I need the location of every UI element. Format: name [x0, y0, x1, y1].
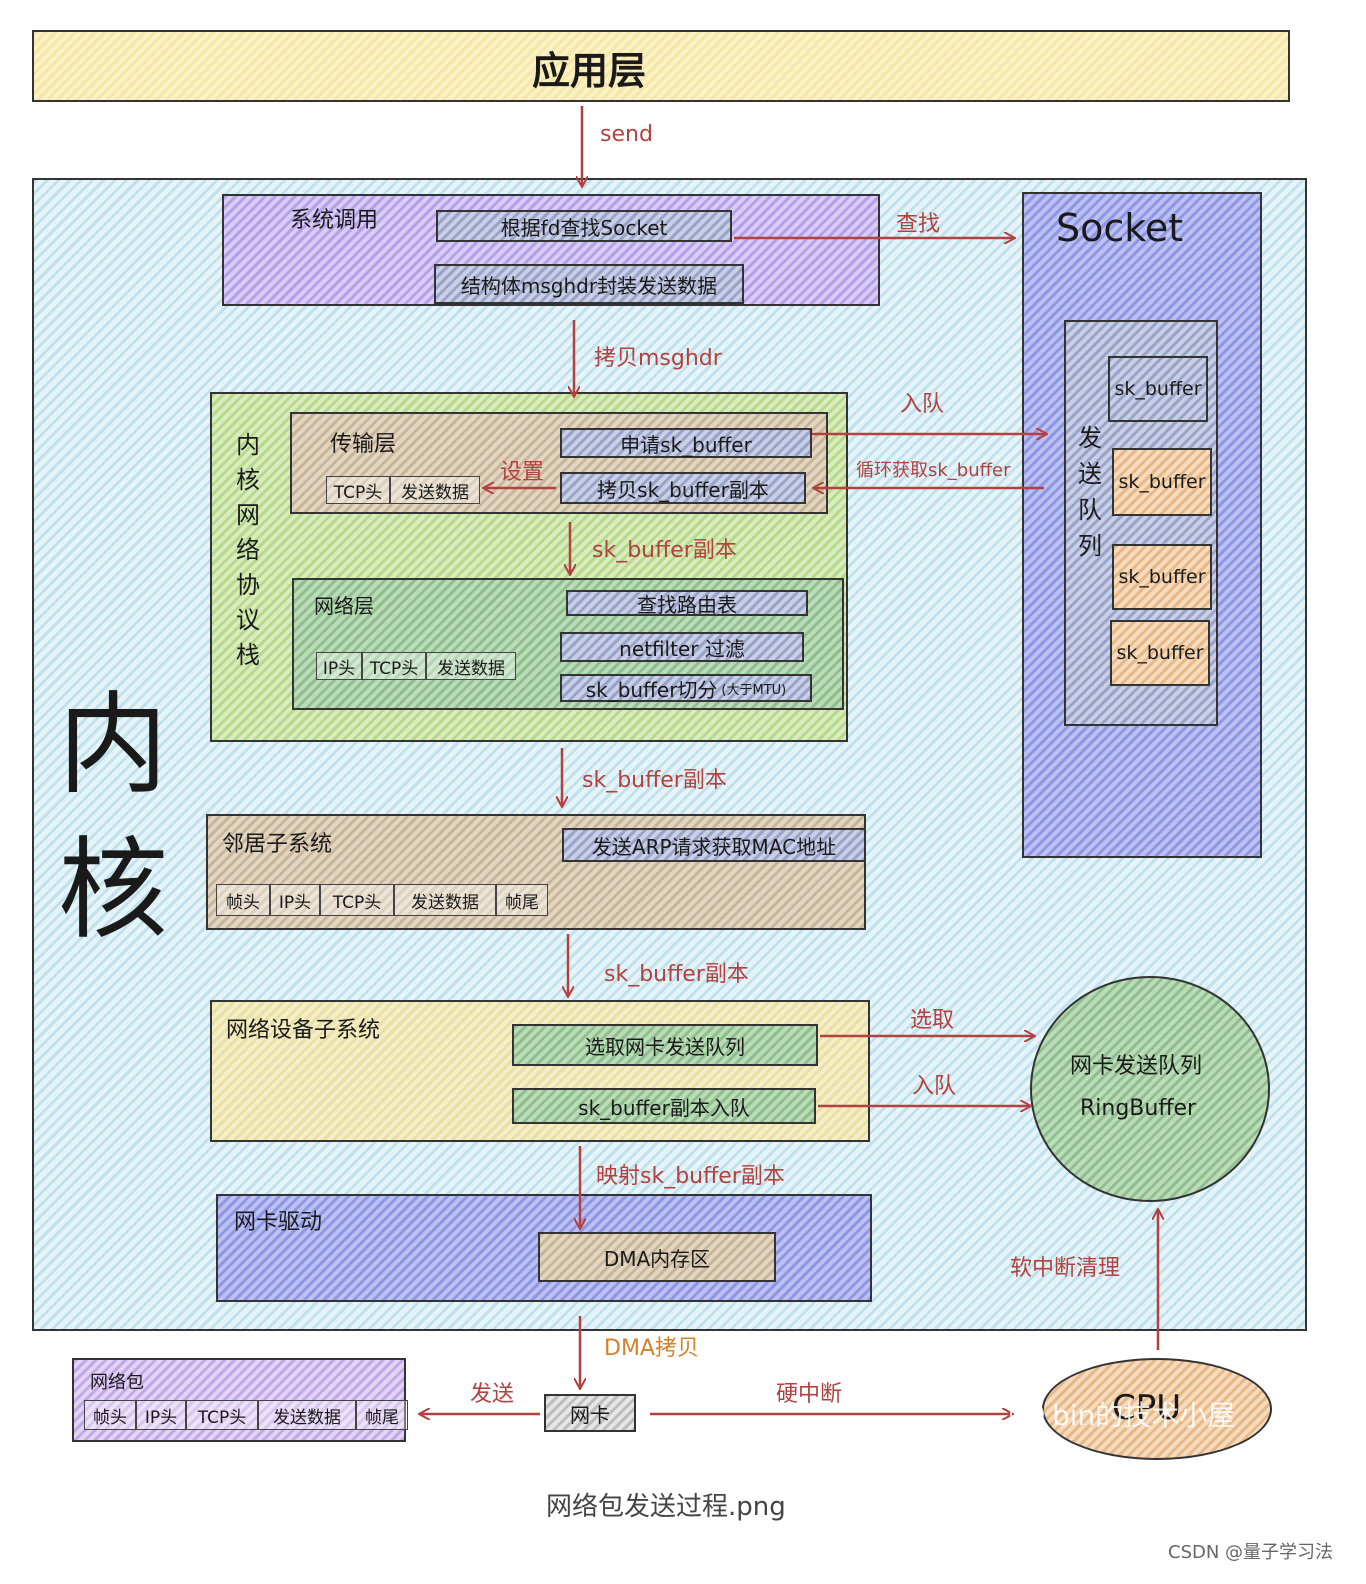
cpu-ellipse	[1042, 1358, 1272, 1460]
protocol-stack-char: 网	[236, 501, 260, 529]
protocol-stack-title: 内 核 网 络 协 议 栈	[236, 428, 260, 673]
label-select: 选取	[910, 1008, 955, 1033]
route-lookup-step: 查找路由表	[566, 590, 808, 617]
frame-header-chip: 帧头	[84, 1400, 136, 1430]
enqueue-copy-step: sk_buffer副本入队	[512, 1088, 816, 1124]
send-queue-char: 列	[1078, 532, 1102, 560]
syscall-title: 系统调用	[290, 208, 379, 233]
dma-memory-region: DMA内存区	[538, 1232, 776, 1282]
alloc-sk-buffer-step: 申请sk_buffer	[560, 428, 812, 458]
nic-box: 网卡	[544, 1394, 636, 1432]
payload-chip: 发送数据	[394, 884, 496, 916]
payload-chip: 发送数据	[258, 1400, 356, 1430]
protocol-stack-char: 协	[236, 571, 260, 599]
label-copy-1: sk_buffer副本	[592, 538, 737, 563]
ringbuffer-label-2: RingBuffer	[1080, 1096, 1197, 1121]
payload-chip: 发送数据	[390, 476, 480, 504]
find-socket-step: 根据fd查找Socket	[436, 210, 732, 242]
kernel-label-2: 核	[58, 826, 168, 954]
send-queue-char: 队	[1078, 496, 1102, 524]
network-layer-title: 网络层	[314, 594, 374, 618]
neighbor-subsystem-title: 邻居子系统	[222, 832, 333, 857]
socket-sk-buffer: sk_buffer	[1112, 448, 1212, 516]
socket-sk-buffer: sk_buffer	[1108, 356, 1208, 422]
payload-chip: 发送数据	[426, 652, 516, 680]
socket-sk-buffer: sk_buffer	[1112, 544, 1212, 610]
ip-header-chip: IP头	[136, 1400, 186, 1430]
protocol-stack-char: 议	[236, 606, 260, 634]
label-enqueue-ring: 入队	[912, 1074, 957, 1099]
tcp-header-chip: TCP头	[326, 476, 390, 504]
frame-chips: 帧头 IP头 TCP头 发送数据 帧尾	[216, 884, 548, 916]
packet-chips: 帧头 IP头 TCP头 发送数据 帧尾	[84, 1400, 408, 1430]
sk-buffer-split-step: sk_buffer切分 (大于MTU)	[560, 674, 812, 702]
select-queue-step: 选取网卡发送队列	[512, 1024, 818, 1066]
label-dma-copy: DMA拷贝	[604, 1336, 699, 1361]
sk-buffer-split-note: (大于MTU)	[721, 682, 787, 698]
arp-request-step: 发送ARP请求获取MAC地址	[562, 828, 866, 862]
msghdr-step: 结构体msghdr封装发送数据	[434, 264, 744, 304]
protocol-stack-char: 栈	[236, 641, 260, 669]
transport-layer-title: 传输层	[330, 432, 397, 457]
app-layer-label: 应用层	[532, 49, 647, 93]
ip-header-chip: IP头	[270, 884, 320, 916]
label-enqueue-socket: 入队	[900, 392, 945, 417]
watermark: bin的技术小屋	[1010, 1394, 1235, 1434]
label-set: 设置	[500, 460, 545, 485]
netfilter-step: netfilter 过滤	[560, 632, 804, 662]
network-header-chips: IP头 TCP头 发送数据	[316, 652, 516, 680]
label-lookup: 查找	[896, 212, 941, 237]
tcp-header-chip: TCP头	[320, 884, 394, 916]
kernel-label-1: 内	[58, 681, 168, 809]
label-transmit: 发送	[470, 1382, 515, 1407]
label-copy-2: sk_buffer副本	[582, 768, 727, 793]
ringbuffer-circle	[1030, 976, 1270, 1202]
frame-trailer-chip: 帧尾	[356, 1400, 408, 1430]
transport-header-chips: TCP头 发送数据	[326, 476, 480, 504]
label-copy-3: sk_buffer副本	[604, 962, 749, 987]
app-layer-box	[32, 30, 1290, 102]
socket-sk-buffer: sk_buffer	[1110, 620, 1210, 686]
frame-header-chip: 帧头	[216, 884, 270, 916]
label-softirq-clean: 软中断清理	[1010, 1256, 1121, 1281]
socket-title: Socket	[1056, 206, 1184, 250]
packet-title: 网络包	[90, 1372, 144, 1393]
image-caption: 网络包发送过程.png	[546, 1492, 786, 1522]
send-queue-char: 发	[1078, 424, 1102, 452]
sk-buffer-split-label: sk_buffer切分	[585, 677, 718, 702]
label-hardirq: 硬中断	[776, 1382, 843, 1407]
send-queue-char: 送	[1078, 460, 1102, 488]
cpu-label: CPU	[1112, 1388, 1182, 1428]
label-map: 映射sk_buffer副本	[596, 1164, 785, 1189]
label-loop-get: 循环获取sk_buffer	[856, 460, 1011, 481]
label-send: send	[600, 122, 653, 147]
neighbor-subsystem-box	[206, 814, 866, 930]
watermark-text: bin的技术小屋	[1052, 1399, 1236, 1432]
nic-driver-title: 网卡驱动	[234, 1210, 323, 1235]
send-queue-label: 发 送 队 列	[1078, 420, 1102, 564]
frame-trailer-chip: 帧尾	[496, 884, 548, 916]
ip-header-chip: IP头	[316, 652, 362, 680]
tcp-header-chip: TCP头	[362, 652, 426, 680]
ringbuffer-label-1: 网卡发送队列	[1070, 1054, 1203, 1079]
copy-sk-buffer-step: 拷贝sk_buffer副本	[560, 472, 806, 504]
csdn-credit: CSDN @量子学习法	[1168, 1542, 1334, 1563]
protocol-stack-char: 络	[236, 536, 260, 564]
protocol-stack-char: 核	[236, 466, 260, 494]
tcp-header-chip: TCP头	[186, 1400, 258, 1430]
netdev-subsystem-title: 网络设备子系统	[226, 1018, 381, 1043]
label-copy-msghdr: 拷贝msghdr	[594, 346, 722, 371]
wechat-icon	[1010, 1400, 1044, 1428]
protocol-stack-char: 内	[236, 431, 260, 459]
